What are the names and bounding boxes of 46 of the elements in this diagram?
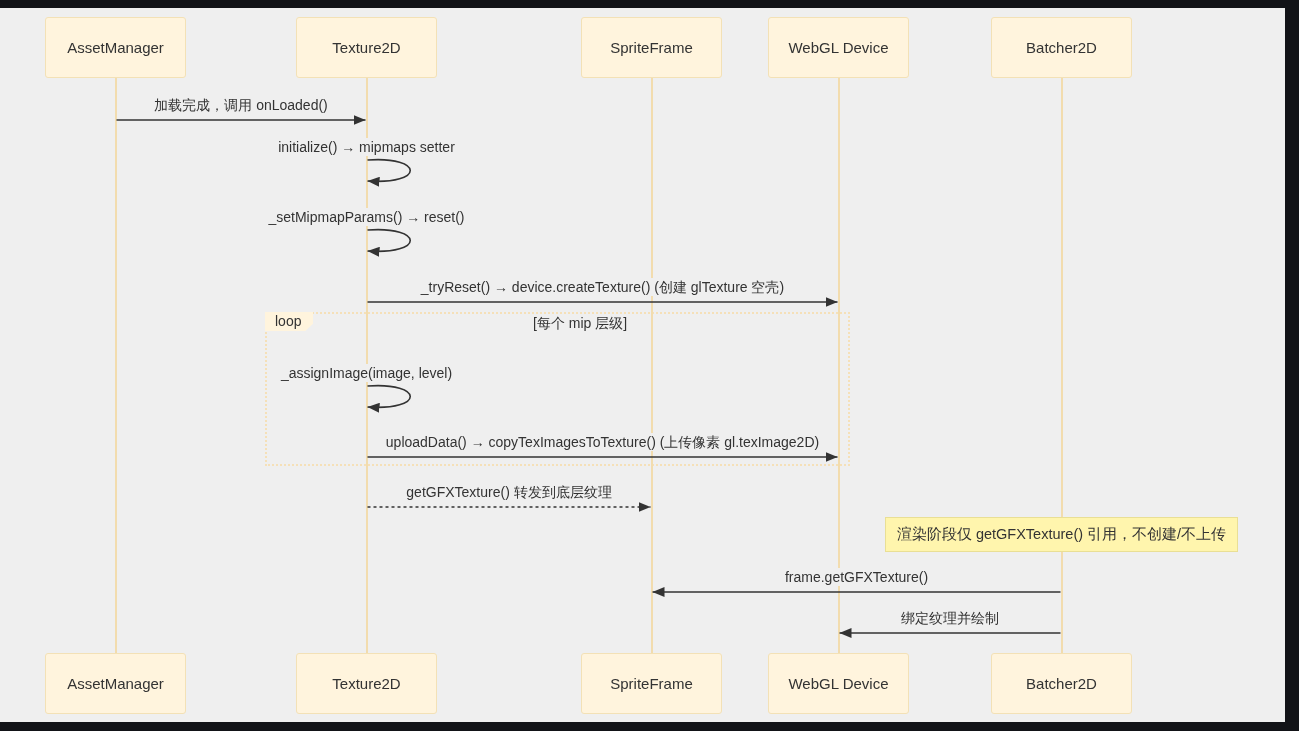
participant-box xyxy=(768,653,909,714)
message-label: getGFXTexture() 转发到底层纹理 xyxy=(404,483,614,501)
participant-name: AssetManager xyxy=(67,675,164,692)
participant-name: WebGL Device xyxy=(788,675,889,692)
participant-name: SpriteFrame xyxy=(610,39,693,56)
message-label: uploadData() → copyTexImagesToTexture() (上传像素 gl.texImage2D) xyxy=(383,433,822,451)
participant-name: AssetManager xyxy=(67,39,164,56)
participant-box xyxy=(991,17,1132,78)
message-label: frame.getGFXTexture() xyxy=(782,568,931,586)
message-arrow xyxy=(366,297,839,307)
lifeline xyxy=(1060,552,1063,653)
message-label: _setMipmapParams() → reset() xyxy=(266,208,467,226)
fragment-tab xyxy=(265,312,313,331)
participant-name: Batcher2D xyxy=(1026,675,1097,692)
message-label: initialize() → mipmaps setter xyxy=(276,138,457,156)
participant-name: SpriteFrame xyxy=(610,675,693,692)
participant-box xyxy=(581,17,722,78)
participant-name: Texture2D xyxy=(332,39,401,56)
message-arrow xyxy=(115,115,367,125)
participant-box xyxy=(991,653,1132,714)
note-box xyxy=(885,517,1238,552)
self-message-arrow xyxy=(366,228,412,257)
self-message-arrow xyxy=(366,384,412,413)
loop-condition: [每个 mip 层级] xyxy=(532,314,628,332)
message-label: _tryReset() → device.createTexture() (创建 glTexture 空壳) xyxy=(418,278,787,296)
message-label: _assignImage(image, level) xyxy=(278,364,455,382)
lifeline xyxy=(114,78,117,653)
message-arrow xyxy=(651,587,1062,597)
participant-box xyxy=(296,653,437,714)
message-label: 绑定纹理并绘制 xyxy=(899,609,1001,627)
note-text: 渲染阶段仅 getGFXTexture() 引用，不创建/不上传 xyxy=(896,525,1227,544)
participant-name: Batcher2D xyxy=(1026,39,1097,56)
participant-box xyxy=(45,17,186,78)
participant-name: WebGL Device xyxy=(788,39,889,56)
participant-name: Texture2D xyxy=(332,675,401,692)
message-arrow xyxy=(366,452,839,462)
message-label: 加载完成，调用 onLoaded() xyxy=(152,96,330,114)
dashed-message-arrow xyxy=(366,502,652,512)
participant-box xyxy=(296,17,437,78)
self-message-arrow xyxy=(366,158,412,187)
participant-box xyxy=(581,653,722,714)
lifeline xyxy=(1060,78,1063,517)
loop-label: loop xyxy=(275,313,302,329)
participant-box xyxy=(768,17,909,78)
participant-box xyxy=(45,653,186,714)
message-arrow xyxy=(838,628,1062,638)
